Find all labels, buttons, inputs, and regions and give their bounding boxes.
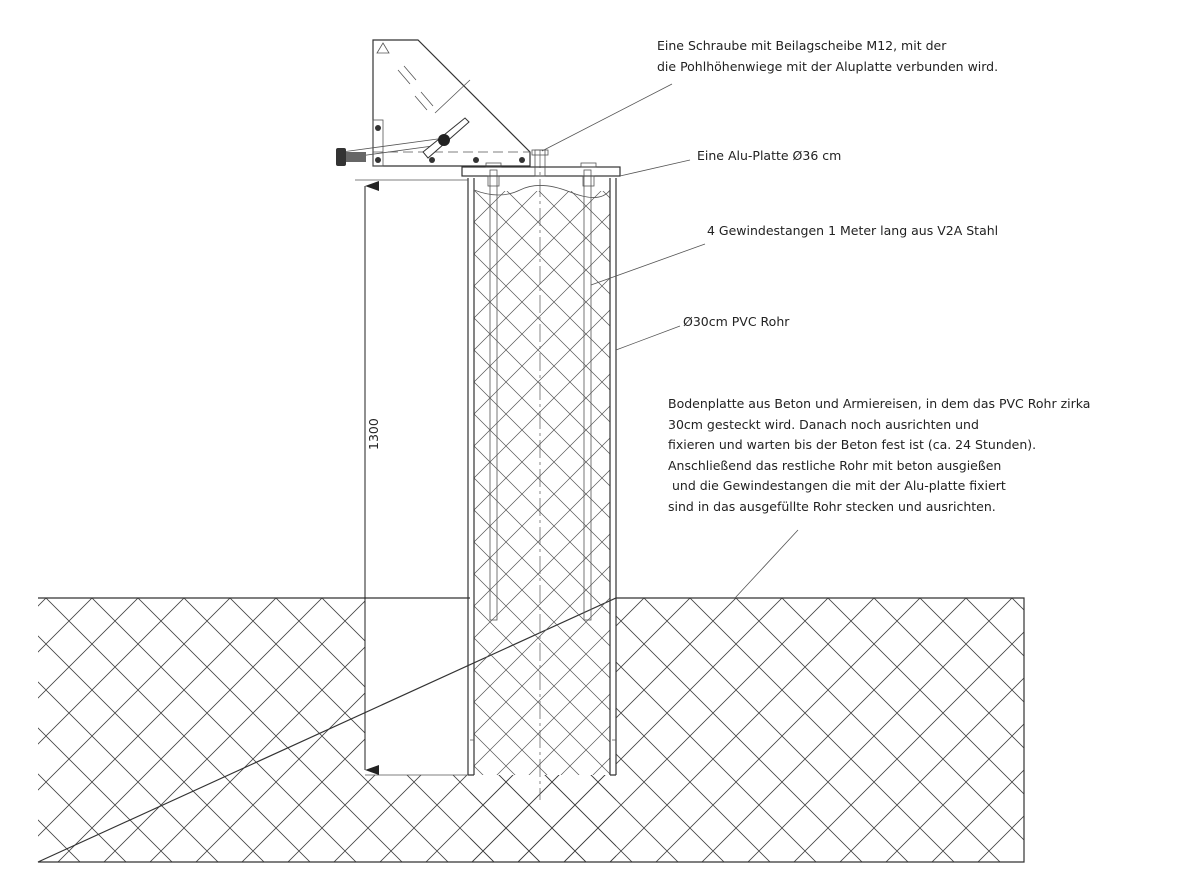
foundation-note-line: fixieren und warten bis der Beton fest i… [668,437,1036,452]
height-dimension: 1300 [355,179,468,775]
latitude-wedge [336,39,531,167]
pipe-note: Ø30cm PVC Rohr [683,314,790,329]
concrete-foundation [37,597,1025,863]
foundation-note-line: sind in das ausgefüllte Rohr stecken und… [668,499,996,514]
foundation-note-line: und die Gewindestangen die mit der Alu-p… [668,478,1006,493]
alu-plate [461,166,621,177]
nuts [485,149,597,187]
foundation-note-line: Anschließend das restliche Rohr mit beto… [668,458,1001,473]
plate-note: Eine Alu-Platte Ø36 cm [697,148,841,163]
screw-note-line-1: Eine Schraube mit Beilagscheibe M12, mit… [657,38,947,53]
foundation-note-line: 30cm gesteckt wird. Danach noch ausricht… [668,417,979,432]
screw-note-line-2: die Pohlhöhenwiege mit der Aluplatte ver… [657,59,998,74]
foundation-note-line: Bodenplatte aus Beton und Armiereisen, i… [668,396,1090,411]
threaded-rods [489,169,592,621]
rods-note: 4 Gewindestangen 1 Meter lang aus V2A St… [707,223,998,238]
leader-lines [541,83,799,599]
dimension-label: 1300 [366,418,381,450]
foundation-note: Bodenplatte aus Beton und Armiereisen, i… [668,396,1090,514]
